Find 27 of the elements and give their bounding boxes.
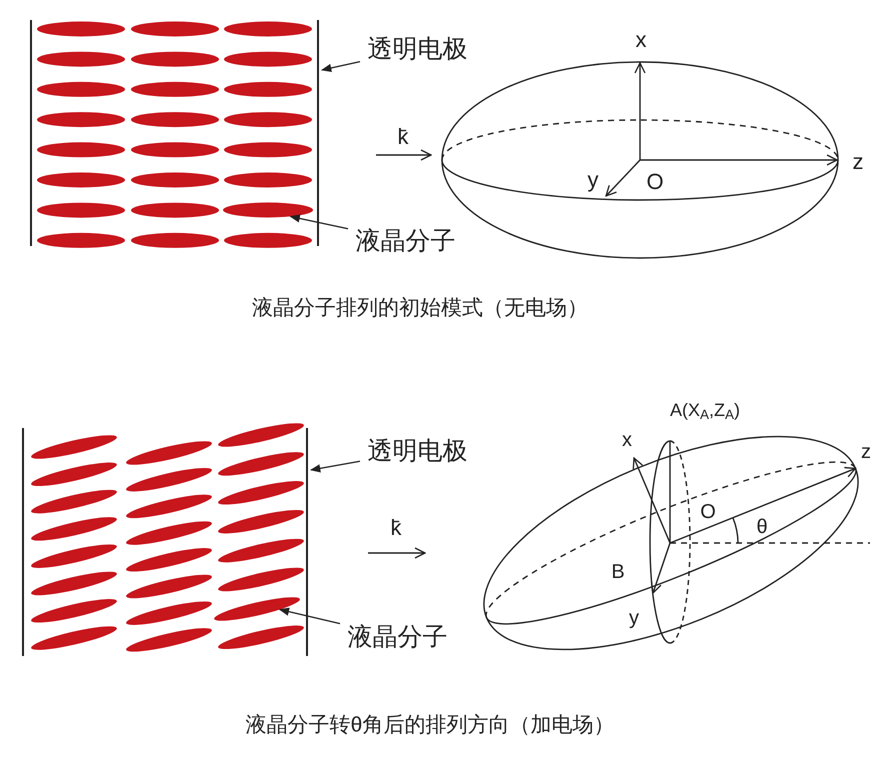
liquid-crystal-molecule [223, 202, 313, 218]
electrode-line [306, 428, 308, 656]
callout-label: 液晶分子 [348, 224, 463, 258]
axis-label: y [588, 169, 598, 191]
callout-label: 透明电极 [360, 434, 475, 468]
axis-label: z [861, 442, 871, 462]
axis-label: k̄ [398, 126, 408, 148]
axis-label: A(X$_{A}$,Z$_{A}$) [670, 401, 740, 419]
axis-label: O [646, 171, 664, 193]
axis-label: O [700, 502, 716, 522]
electrode-line [317, 20, 319, 246]
leader-line [310, 460, 360, 472]
axis-label: k̄ [390, 517, 402, 539]
leader-line [289, 214, 348, 230]
callout-label: 透明电极 [360, 32, 475, 66]
axis-label: x [636, 29, 646, 51]
axis-label: B [611, 562, 625, 582]
axis-label: θ [756, 517, 768, 537]
caption-text: 液晶分子转θ角后的排列方向（加电场） [246, 714, 614, 736]
caption-text: 液晶分子排列的初始模式（无电场） [252, 298, 588, 318]
leader-line [320, 61, 360, 72]
axis-label: z [852, 151, 864, 173]
liquid-crystal-molecule [214, 597, 300, 621]
leader-line [278, 608, 340, 624]
callout-label: 液晶分子 [340, 620, 455, 654]
axis-label: x [622, 430, 632, 450]
axis-label: y [629, 608, 639, 628]
